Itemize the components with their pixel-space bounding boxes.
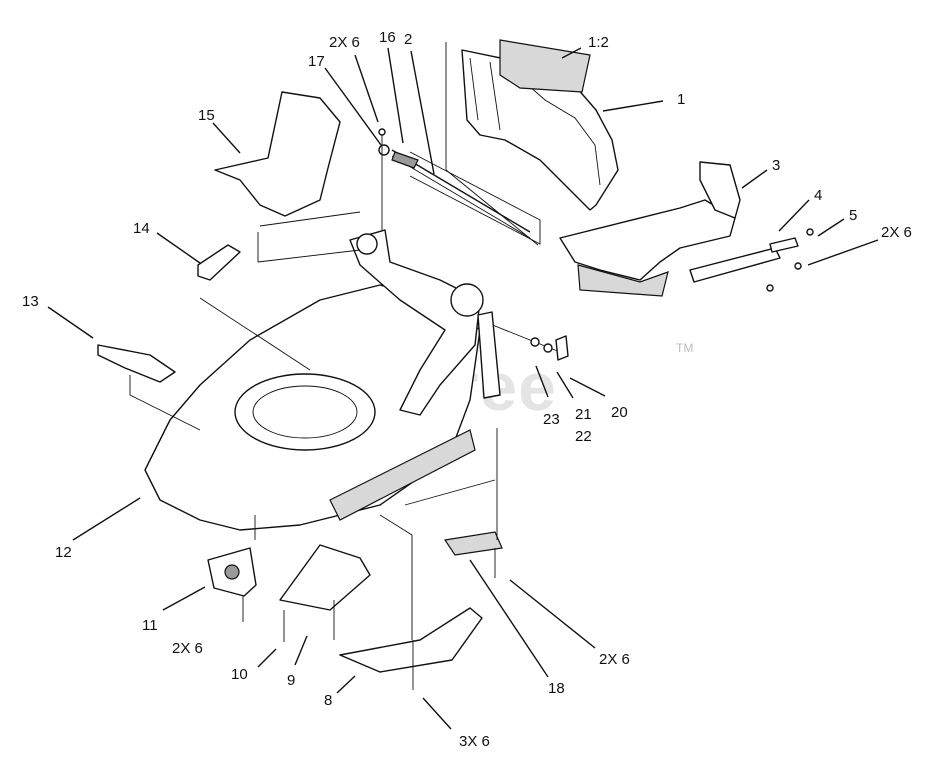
callout-2x6-bottom: 2X 6 (599, 651, 630, 668)
leader-18 (469, 559, 549, 678)
part-13-bracket (97, 344, 176, 383)
part-12-mower-deck (144, 211, 484, 540)
callout-13: 13 (22, 293, 39, 310)
callout-17: 17 (308, 53, 325, 70)
leader-1 (602, 100, 664, 112)
leader-4 (778, 199, 810, 232)
leader-9 (294, 635, 308, 666)
part-3-side-chute (559, 161, 814, 297)
part-8-guide (379, 479, 496, 640)
callout-9: 9 (287, 672, 295, 689)
leader-17 (324, 67, 382, 146)
leader-21 (556, 371, 574, 399)
part-18-bracket (443, 531, 503, 556)
callout-12: 12 (55, 544, 72, 561)
callout-3x6: 3X 6 (459, 733, 490, 750)
leader-2 (410, 50, 435, 175)
part-15-top-cover (214, 91, 341, 217)
callout-14: 14 (133, 220, 150, 237)
leader-1-2 (561, 47, 582, 59)
callout-18: 18 (548, 680, 565, 697)
callout-23: 23 (543, 411, 560, 428)
leader-5 (817, 218, 845, 237)
leader-2x6-right (807, 239, 879, 266)
parts-2-16-17-rod-assembly (378, 128, 541, 245)
part-1-rear-cover (445, 39, 619, 246)
callout-5: 5 (849, 207, 857, 224)
part-11-knob (224, 564, 240, 580)
leader-23 (535, 365, 549, 398)
leader-8 (336, 675, 356, 694)
callout-4: 4 (814, 187, 822, 204)
leader-2x6-bottom (509, 579, 596, 649)
leader-15 (212, 122, 241, 154)
leader-20 (569, 377, 606, 397)
callout-3: 3 (772, 157, 780, 174)
leader-12 (72, 497, 141, 541)
callout-21: 21 (575, 406, 592, 423)
callout-1-2: 1:2 (588, 34, 609, 51)
leader-14 (156, 232, 201, 264)
part-8-plate (339, 607, 483, 673)
callout-15: 15 (198, 107, 215, 124)
callout-2x6-right: 2X 6 (881, 224, 912, 241)
part-14-grommet (197, 244, 241, 281)
watermark-trademark: TM (676, 341, 693, 355)
callout-22: 22 (575, 428, 592, 445)
leader-3 (741, 169, 768, 189)
part-9-deflector (279, 544, 371, 611)
leader-11 (162, 586, 206, 611)
parts-20-23-axle-hardware (477, 311, 569, 399)
leader-13 (47, 306, 94, 339)
callout-2x6-left: 2X 6 (172, 640, 203, 657)
callout-1: 1 (677, 91, 685, 108)
leader-10 (257, 648, 277, 668)
leader-2x6-top (354, 54, 379, 123)
callout-20: 20 (611, 404, 628, 421)
part-13-guide (129, 375, 201, 431)
leader-3x6 (422, 697, 452, 730)
callout-2: 2 (404, 31, 412, 48)
callout-10: 10 (231, 666, 248, 683)
leader-16 (387, 47, 404, 144)
callout-2x6-top: 2X 6 (329, 34, 360, 51)
callout-16: 16 (379, 29, 396, 46)
callout-8: 8 (324, 692, 332, 709)
callout-11: 11 (142, 617, 158, 634)
part-14-guide (199, 297, 311, 371)
